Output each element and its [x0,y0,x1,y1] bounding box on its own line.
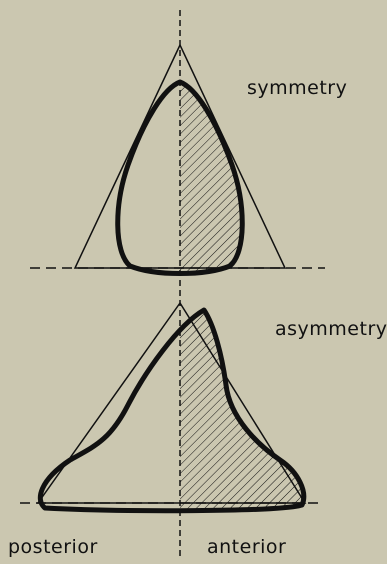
asymmetry-outline [37,307,307,514]
asymmetry-hatched-half [180,310,304,511]
anterior-label: anterior [207,536,287,558]
asymmetry-label: asymmetry [275,318,387,340]
symmetry-hatched-half [180,82,243,274]
posterior-label: posterior [8,536,98,558]
symmetry-outline [115,79,245,276]
symmetry-figure [30,43,325,276]
asymmetry-figure [20,301,318,514]
asymmetry-triangle [36,301,307,504]
symmetry-label: symmetry [247,77,348,99]
